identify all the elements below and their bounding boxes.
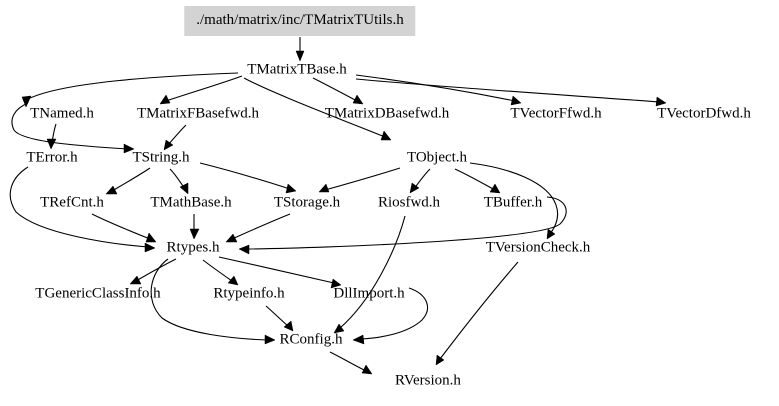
edge-arrowhead [546,228,556,240]
graph-node-terror[interactable]: TError.h [26,149,78,166]
edge-tmatrixtbase-to-tvectorffwd [355,74,522,106]
edge-rconfig-to-rversion [329,351,373,375]
edge-arrowhead [409,182,420,194]
graph-node-tbuffer[interactable]: TBuffer.h [483,194,543,211]
graph-node-root[interactable]: ./math/matrix/inc/TMatrixTUtils.h [184,6,416,36]
edge-tstorage-to-rtypes [225,213,291,243]
graph-node-tstring[interactable]: TString.h [132,149,190,166]
edge-tmatrixtbase-to-tnamed [21,72,239,108]
edge-tobject-to-tstorage [318,167,401,193]
graph-node-tvectordfwd[interactable]: TVectorDfwd.h [657,105,751,122]
edge-arrowhead [238,244,250,255]
edge-root-to-tmatrixtbase [295,37,305,62]
edge-tmatrixtbase-to-tmatrixfbasefwd [159,75,243,105]
edge-tstring-to-tstorage [199,162,297,194]
graph-node-tmatrixfbasefwd[interactable]: TMatrixFBasefwd.h [136,105,260,122]
edge-arrowhead [129,275,142,285]
graph-node-trefcnt[interactable]: TRefCnt.h [40,194,104,211]
graph-node-tgenericclassinfo[interactable]: TGenericClassInfo.h [35,285,161,302]
edge-arrowhead [159,94,171,105]
edge-arrowhead [144,242,156,253]
graph-node-rtypes[interactable]: Rtypes.h [166,239,220,256]
edge-arrowhead [264,334,276,345]
edge-arrowhead [380,130,392,141]
graph-node-dllimport[interactable]: DllImport.h [333,285,405,302]
graph-node-tmatrixtbase[interactable]: TMatrixTBase.h [247,61,347,78]
graph-node-rversion[interactable]: RVersion.h [395,372,461,389]
graph-node-tnamed[interactable]: TNamed.h [30,105,94,122]
edge-arrowhead [105,185,118,195]
graph-node-tobject[interactable]: TObject.h [406,149,468,166]
edge-tmatrixfbasefwd-to-tstring [163,124,187,151]
edge-rtypes-to-dllimport [218,256,342,289]
edge-arrowhead [283,320,294,332]
graph-node-tversioncheck[interactable]: TVersionCheck.h [485,239,591,256]
edge-tobject-to-riosfwd [409,168,431,194]
edge-arrowhead [225,233,238,243]
edge-tnamed-to-terror [46,123,57,150]
edge-arrowhead [510,95,522,106]
graph-node-tvectorffwd[interactable]: TVectorFfwd.h [510,105,602,122]
edge-arrowhead [352,334,365,345]
edge-tstring-to-tmathbase [169,168,189,195]
edge-arrowhead [46,138,57,150]
edge-arrowhead [361,364,373,375]
edge-riosfwd-to-rconfig [333,215,406,334]
edge-arrowhead [163,139,174,151]
edge-tmathbase-to-rtypes [189,213,200,240]
edge-arrowhead [352,94,364,105]
edge-tmatrixtbase-to-tmatrixdbasefwd [312,77,364,105]
edge-tobject-to-tbuffer [454,168,501,194]
graph-node-tmathbase[interactable]: TMathBase.h [150,194,232,211]
edge-arrowhead [285,183,297,194]
edge-arrowhead [189,228,200,240]
edge-arrowhead [179,182,189,195]
edge-arrowhead [318,183,330,193]
graph-node-tstorage[interactable]: TStorage.h [273,194,341,211]
edge-rtypes-to-rconfig [150,258,276,345]
graph-node-riosfwd[interactable]: Riosfwd.h [377,194,441,211]
graph-node-rconfig[interactable]: RConfig.h [279,331,343,348]
edge-rtypeinfo-to-rconfig [265,305,294,332]
edge-arrowhead [295,50,305,62]
edge-arrowhead [489,183,501,194]
edge-tstring-to-trefcnt [105,167,151,195]
edge-trefcnt-to-rtypes [91,213,157,243]
edge-rtypes-to-tgenericclassinfo [129,258,177,285]
graph-node-tmatrixdbasefwd[interactable]: TMatrixDBasefwd.h [324,105,450,122]
edge-arrowhead [145,232,157,243]
edge-arrowhead [227,275,239,286]
edge-rtypes-to-rtypeinfo [202,259,239,286]
edge-tmatrixtbase-to-tvectordfwd [355,78,667,107]
edge-arrowhead [435,354,445,366]
edge-tversioncheck-to-rversion [435,261,519,366]
graph-node-rtypeinfo[interactable]: Rtypeinfo.h [213,285,285,302]
